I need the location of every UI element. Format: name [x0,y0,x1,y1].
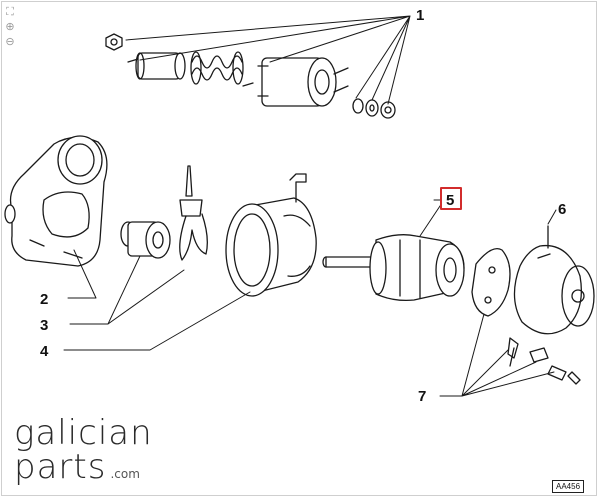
brand-suffix: .com [110,467,140,481]
zoom-out-icon[interactable]: ⊖ [5,36,15,48]
brand-line-1: galician [14,413,153,453]
callout-5: 5 [446,192,454,209]
callout-3: 3 [40,317,48,334]
brush-holder[interactable] [471,247,581,385]
drive-end-housing[interactable] [4,135,108,267]
reference-code: AA456 [552,480,585,493]
zoom-toolbar: ⛶ ⊕ ⊖ [4,6,18,51]
brand-logo: galician parts.com [14,416,153,484]
end-cover[interactable] [513,225,595,335]
callout-2: 2 [40,291,48,308]
callout-6: 6 [558,201,566,218]
zoom-in-icon[interactable]: ⊕ [5,21,15,33]
solenoid-parts[interactable] [105,33,396,119]
callout-7: 7 [418,388,426,405]
callout-4: 4 [40,343,49,360]
callout-1: 1 [416,7,424,24]
fullscreen-icon[interactable]: ⛶ [6,6,14,18]
field-frame[interactable] [225,173,317,297]
brand-line-2: parts [14,447,107,487]
leader-lines [63,15,557,397]
armature[interactable] [322,234,465,302]
highlight-box [440,187,462,210]
callout-numbers: 1 2 3 4 5 6 7 [40,7,566,405]
pinion-and-fork[interactable] [120,165,208,261]
